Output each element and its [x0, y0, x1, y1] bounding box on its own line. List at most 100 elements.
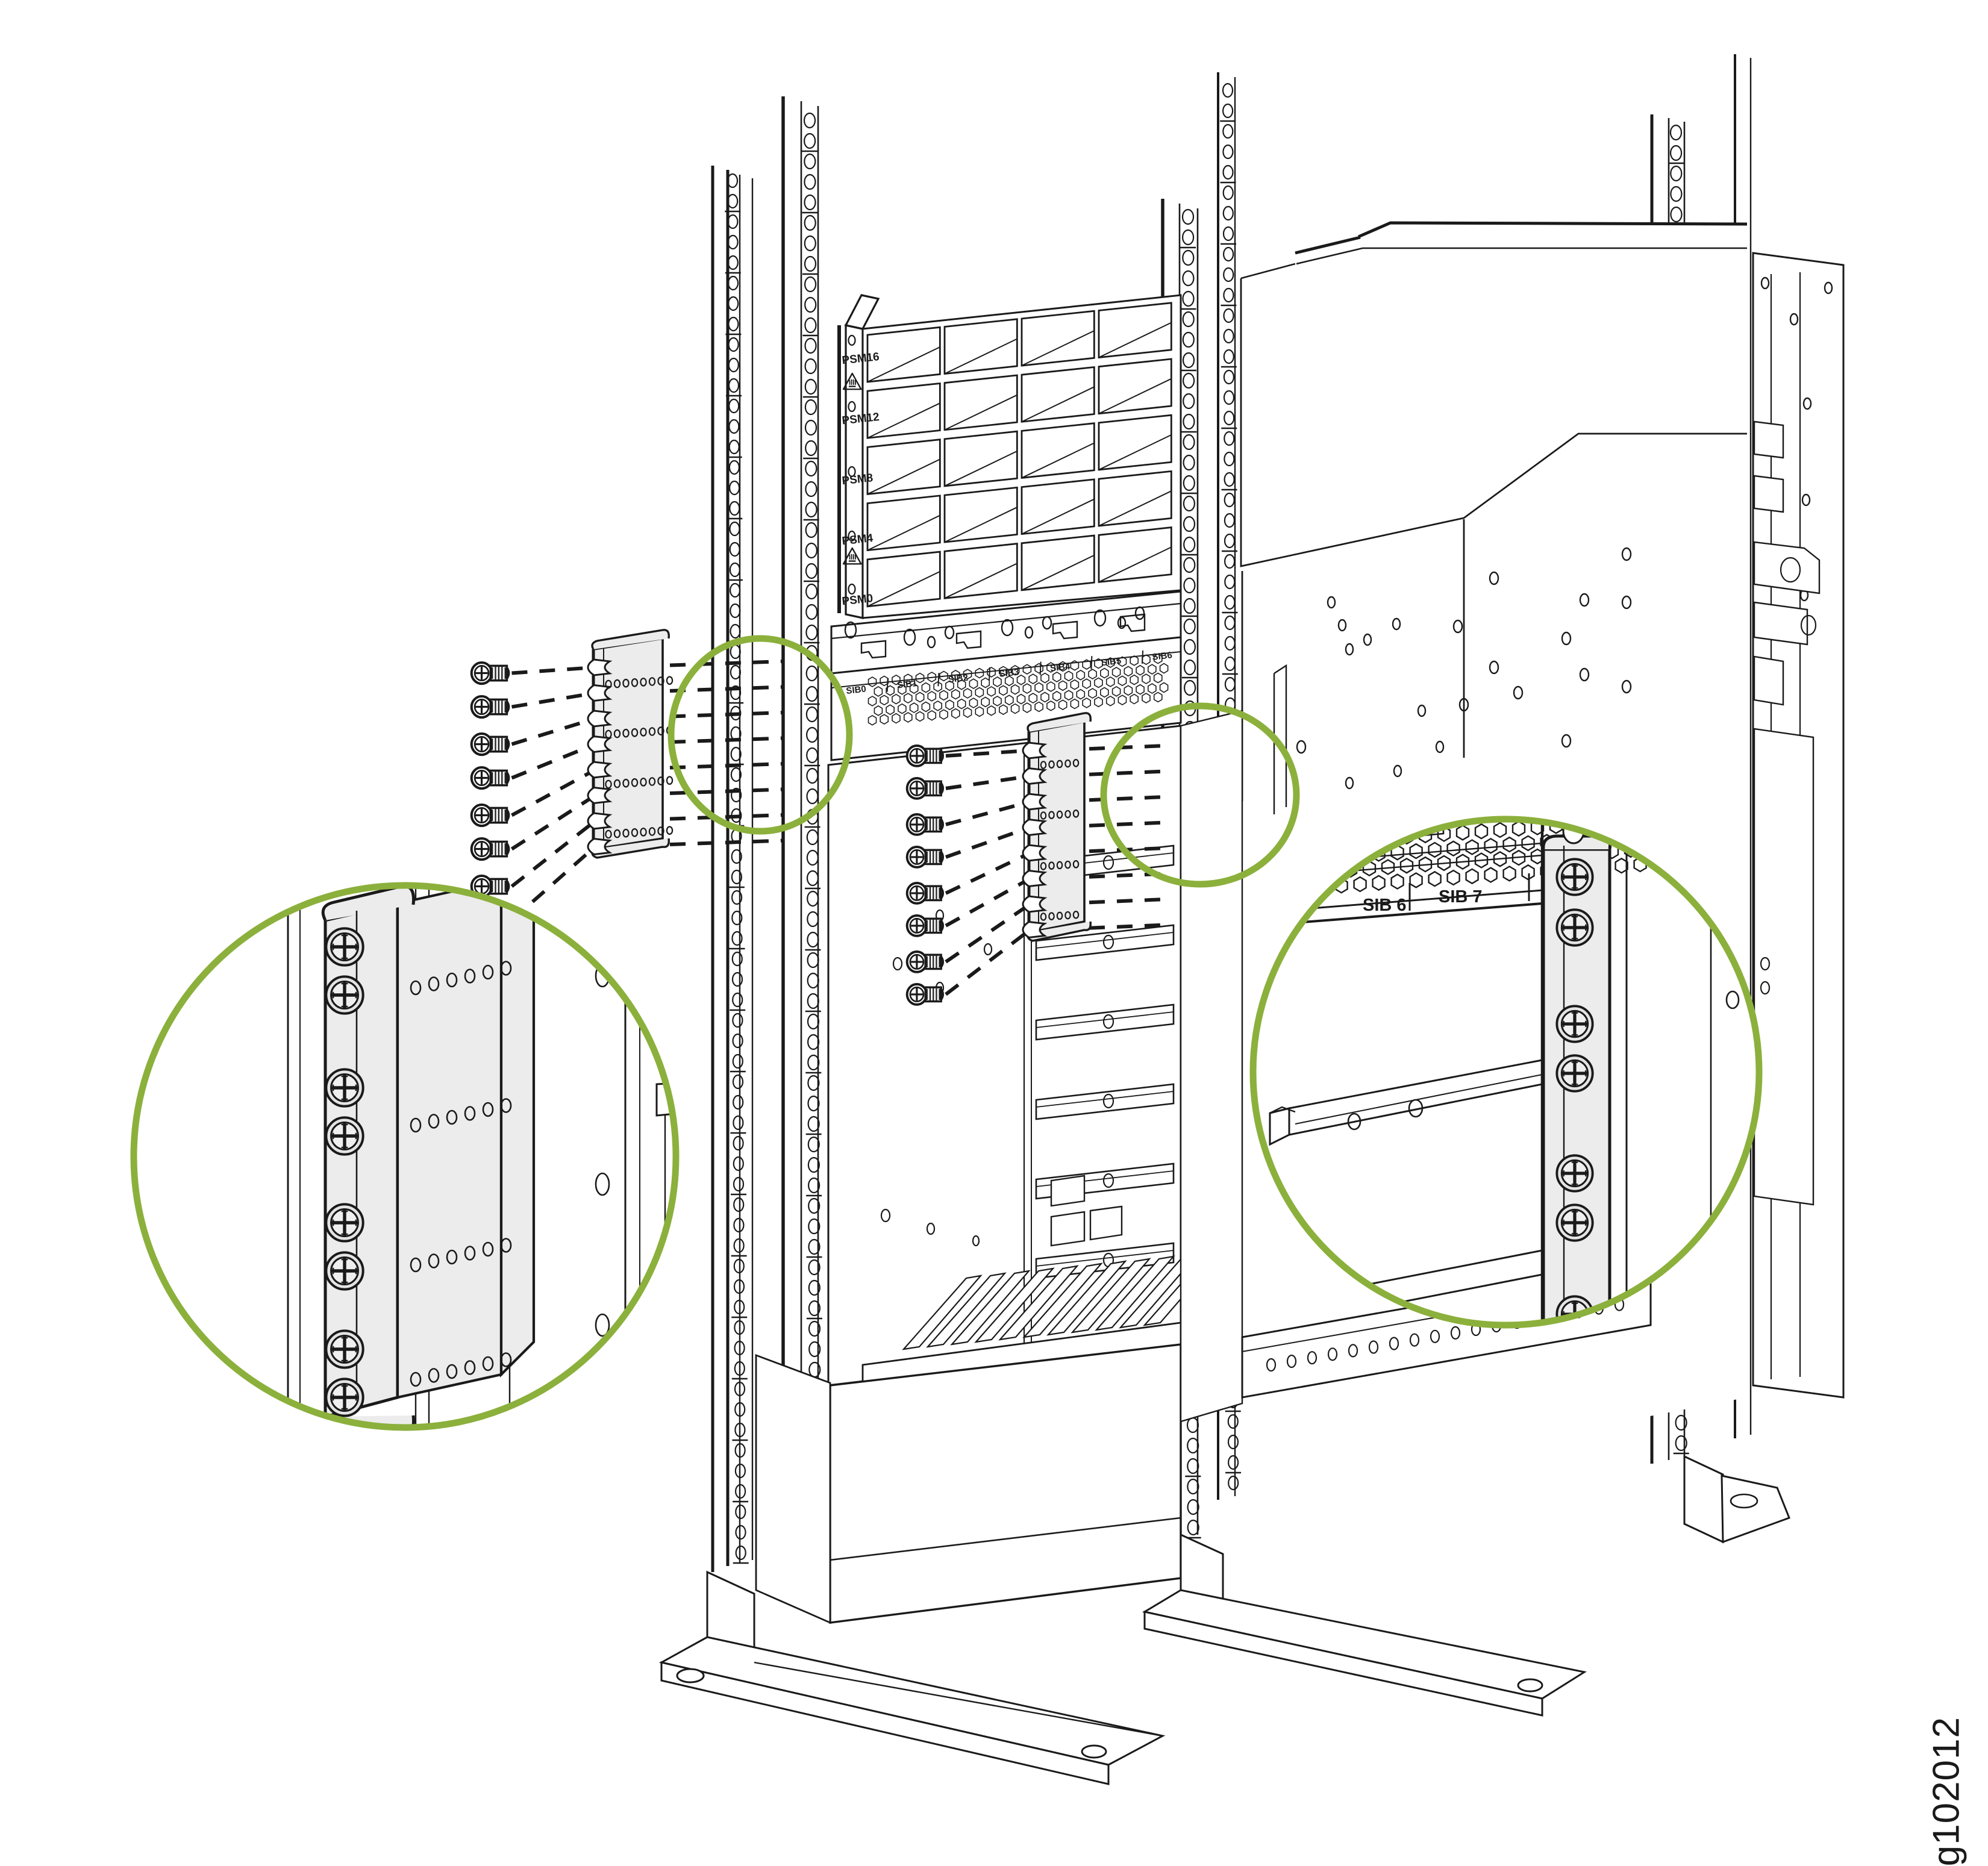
rack-mounting-hole — [731, 890, 743, 905]
assembly-leader-line — [1089, 820, 1167, 828]
vent-hole — [945, 680, 954, 691]
vent-hole — [1136, 664, 1145, 676]
psm-slot — [1098, 526, 1172, 583]
bracket-hole — [648, 777, 656, 786]
rack-mounting-hole — [1183, 516, 1196, 532]
vent-hole — [1153, 672, 1163, 684]
vent-hole — [1614, 857, 1628, 874]
vent-hole — [1058, 699, 1067, 711]
rack-mounting-hole — [731, 910, 743, 926]
vent-hole — [1511, 849, 1526, 866]
bracket-mounting-notch — [1022, 920, 1048, 939]
rack-mounting-hole — [732, 1074, 744, 1090]
vent-hole — [892, 693, 901, 705]
rack-mounting-hole — [1183, 454, 1195, 471]
rack-mounting-hole — [732, 1033, 743, 1049]
assembly-leader-line — [669, 660, 784, 667]
bracket-hole — [482, 1102, 494, 1117]
mounting-screw-head — [326, 1331, 363, 1367]
rack-mounting-hole — [733, 1217, 745, 1233]
mounting-screw-head — [1557, 1006, 1592, 1041]
assembly-leader-line — [510, 819, 596, 888]
rack-mounting-hole — [804, 419, 817, 436]
psm-slot-diagonal — [1021, 498, 1095, 535]
vent-hole — [1064, 670, 1074, 682]
bracket-hole — [446, 1364, 458, 1379]
rack-mounting-hole — [1182, 249, 1195, 266]
rack-mounting-hole — [731, 972, 743, 987]
rack-mounting-hole — [731, 849, 742, 864]
rack-mounting-hole — [1228, 1475, 1239, 1491]
rack-mounting-hole — [735, 1524, 746, 1540]
rack-mounting-hole — [804, 276, 817, 293]
cross-rail-hole — [1389, 1337, 1399, 1350]
rack-mounting-hole — [807, 1075, 820, 1091]
assembly-leader-line — [511, 691, 596, 709]
vent-hole — [1153, 653, 1163, 664]
psm-slot-diagonal — [867, 346, 940, 382]
vent-hole — [969, 697, 978, 708]
vent-hole — [1070, 698, 1080, 710]
psm-slot — [866, 438, 941, 495]
rack-mounting-hole — [1224, 574, 1236, 590]
psm-slot — [943, 430, 1018, 487]
rack-mounting-hole — [1223, 349, 1234, 364]
assembly-leader-line — [669, 711, 784, 719]
vent-hole — [1142, 693, 1151, 704]
psm-slot-diagonal — [1021, 330, 1095, 366]
vent-hole — [987, 705, 996, 716]
rack-mounting-hole — [804, 173, 816, 190]
vent-hole — [1381, 859, 1395, 875]
bracket-mounting-notch — [1022, 895, 1048, 913]
vent-hole — [1521, 864, 1535, 881]
rack-mounting-hole — [1183, 638, 1196, 655]
vent-hole — [1399, 858, 1414, 874]
bracket-hole — [428, 976, 440, 991]
vent-hole — [1418, 856, 1433, 873]
sib-slot-label: SIB0 — [846, 684, 867, 696]
bracket-mounting-notch — [587, 735, 613, 754]
rack-mounting-hole — [807, 1034, 820, 1050]
psm-slot — [943, 318, 1018, 375]
sib7-detail-label: SIB 7 — [1439, 887, 1483, 906]
upper-right-leader-circle — [1100, 702, 1300, 888]
mounting-screw-head — [326, 976, 363, 1013]
vent-hole — [999, 666, 1008, 677]
lower-blank-panel — [755, 1343, 1182, 1624]
vent-hole — [886, 704, 895, 716]
rack-mounting-hole — [730, 685, 742, 701]
bracket-hole — [640, 828, 647, 837]
upper-left-leader-circle — [667, 635, 853, 835]
vent-hole — [1148, 664, 1157, 675]
rack-mounting-hole — [735, 1504, 746, 1520]
vent-hole — [1088, 688, 1097, 699]
vent-hole — [1409, 843, 1423, 860]
bracket-hole — [1064, 860, 1071, 869]
vent-hole — [898, 703, 907, 714]
assembly-leader-line — [945, 774, 1031, 790]
rack-mounting-hole — [734, 1340, 745, 1356]
bracket-hole — [446, 972, 458, 988]
left-callout-ring — [130, 882, 680, 1431]
vent-hole — [1446, 840, 1460, 857]
rack-mounting-hole — [1223, 287, 1234, 303]
vent-hole — [939, 670, 948, 682]
vent-hole — [880, 714, 889, 725]
bracket-hole — [410, 1371, 422, 1387]
vent-hole — [993, 695, 1002, 707]
vent-hole — [957, 679, 966, 690]
bracket-hole — [622, 828, 630, 838]
rack-mounting-hole — [1224, 676, 1236, 692]
rack-mounting-hole — [1222, 185, 1234, 201]
vent-hole — [957, 698, 966, 710]
rack-mounting-hole — [1224, 533, 1236, 549]
rack-mounting-hole — [804, 399, 817, 416]
vent-hole — [1111, 685, 1121, 697]
rack-mounting-hole — [728, 337, 739, 352]
lower-bracket-assembly — [905, 712, 1167, 1006]
faceplate-screw — [848, 530, 856, 542]
vent-hole — [987, 667, 996, 678]
rack-mounting-hole — [1222, 246, 1234, 262]
vent-hole — [1437, 855, 1451, 872]
bracket-hole — [1040, 913, 1047, 921]
